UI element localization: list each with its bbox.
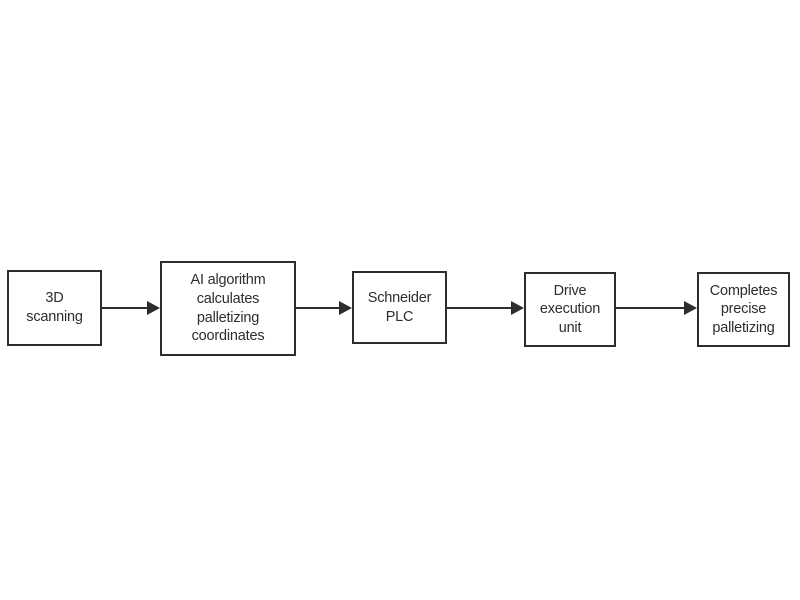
flow-node-label: Schneider PLC xyxy=(367,289,432,325)
arrow-connector-1 xyxy=(102,301,160,315)
flow-node-label: 3D scanning xyxy=(26,290,83,325)
flow-node-schneider-plc: Schneider PLC xyxy=(352,271,447,344)
flow-node-ai-algorithm: AI algorithm calculates palletizing coor… xyxy=(160,261,296,356)
flow-node-3d-scanning: 3D scanning xyxy=(7,270,102,346)
arrow-connector-2 xyxy=(296,301,352,315)
arrow-connector-3 xyxy=(447,301,524,315)
flow-node-completes-palletizing: Completes precise palletizing xyxy=(697,272,790,347)
arrow-connector-4 xyxy=(616,301,697,315)
flow-node-label: Completes precise palletizing xyxy=(709,282,778,336)
flow-node-drive-execution-unit: Drive execution unit xyxy=(524,272,616,347)
flow-node-label: Drive execution unit xyxy=(539,282,601,336)
flow-node-label: AI algorithm calculates palletizing coor… xyxy=(190,272,266,345)
